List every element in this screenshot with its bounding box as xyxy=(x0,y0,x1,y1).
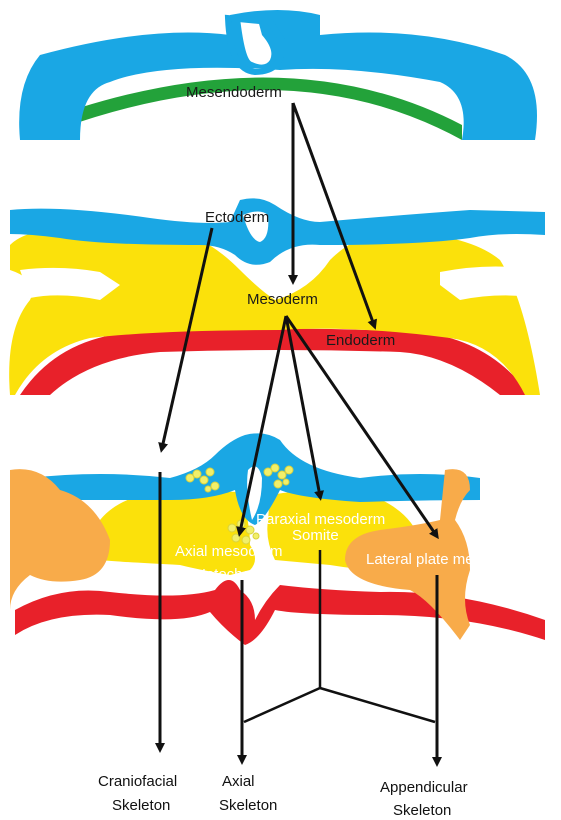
label-paraxial-mesoderm: Paraxial mesoderm xyxy=(256,511,385,528)
stage-2-lateral-fold-right xyxy=(440,266,540,300)
label-appendicular-line1: Appendicular xyxy=(380,779,468,796)
label-somite: Somite xyxy=(292,527,339,544)
label-axial-mesoderm: Axial mesoderm xyxy=(175,543,283,560)
stage-3-axial-body xyxy=(100,490,255,575)
connector-somite-to-axial xyxy=(244,688,320,722)
label-mesendoderm: Mesendoderm xyxy=(186,84,282,101)
stage-3-embryo xyxy=(10,433,545,645)
label-neural-crest: Neural Crest xyxy=(110,454,195,471)
lineage-arrows xyxy=(160,103,437,762)
label-craniofacial-line1: Craniofacial xyxy=(98,773,177,790)
label-appendicular-line2: Skeleton xyxy=(393,802,451,819)
label-axial-line1: Axial xyxy=(222,773,255,790)
label-mesoderm: Mesoderm xyxy=(247,291,318,308)
label-craniofacial-line2: Skeleton xyxy=(112,797,170,814)
connector-somite-to-appendicular xyxy=(320,688,435,722)
label-notochord: Notochord xyxy=(195,566,264,583)
stage-1-embryo xyxy=(19,10,537,140)
label-endoderm: Endoderm xyxy=(326,332,395,349)
label-ectoderm: Ectoderm xyxy=(205,209,269,226)
skeleton-outcome-labels: Craniofacial Skeleton Axial Skeleton App… xyxy=(98,773,468,819)
label-lateral-plate-mesoderm: Lateral plate mesoderm xyxy=(366,551,524,568)
label-axial-line2: Skeleton xyxy=(219,797,277,814)
